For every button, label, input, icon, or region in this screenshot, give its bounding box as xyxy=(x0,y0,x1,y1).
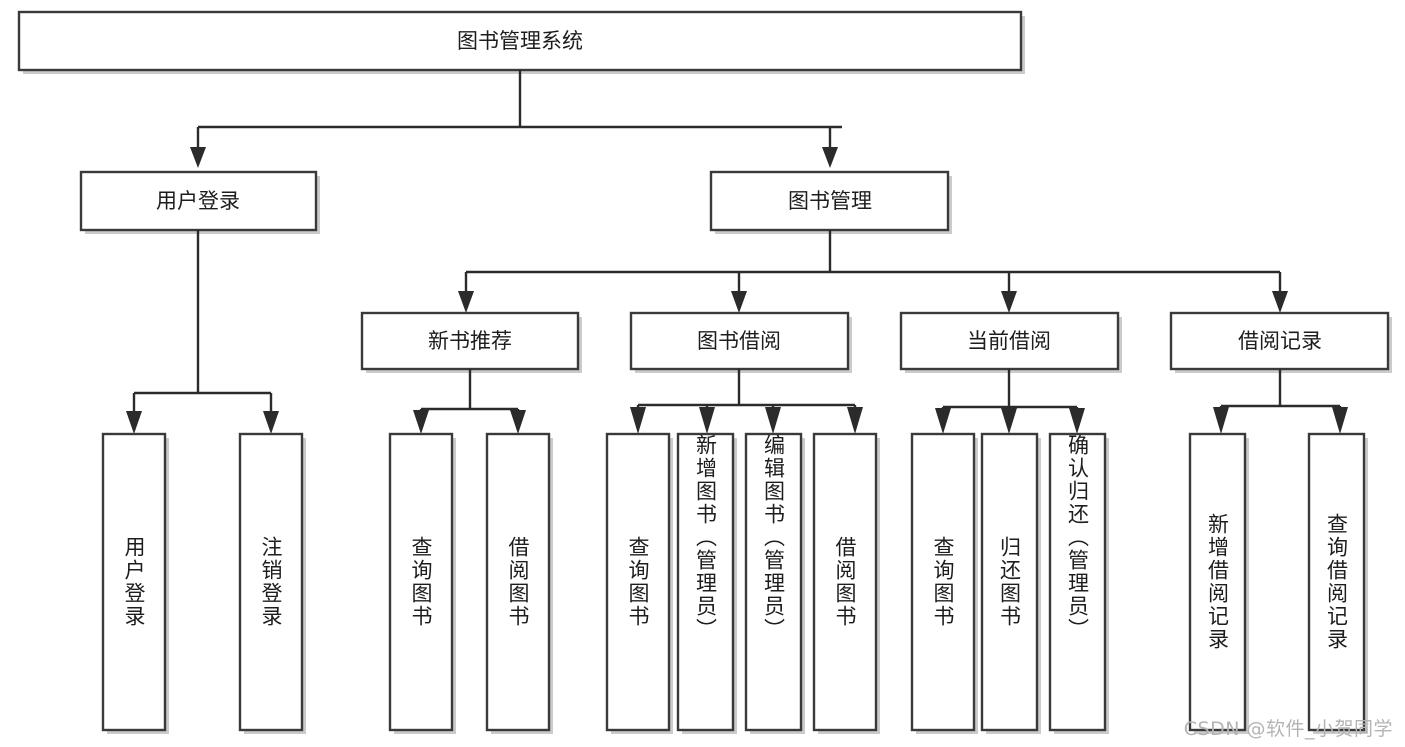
leaf-box[interactable] xyxy=(238,432,304,732)
connector-book-management-to-level3 xyxy=(458,230,1288,313)
leaf-node-user-login-logout[interactable] xyxy=(238,432,306,734)
borrow-record-box[interactable] xyxy=(1169,311,1390,371)
leaf-box[interactable] xyxy=(485,432,551,732)
new-book-recommend-box[interactable] xyxy=(360,311,580,371)
root-label: 图书管理系统 xyxy=(457,29,583,53)
leaf-node-recommend-borrow-book[interactable] xyxy=(485,432,553,734)
connector-current-borrow-to-leaves xyxy=(935,369,1085,434)
leaf-box[interactable] xyxy=(980,432,1039,732)
connector-borrow-record-to-leaves xyxy=(1213,369,1348,434)
csdn-watermark: CSDN @软件_小贺同学 xyxy=(1183,718,1393,740)
user-login-label: 用户登录 xyxy=(156,189,240,213)
leaf-box[interactable] xyxy=(1307,432,1366,732)
leaf-box[interactable] xyxy=(1188,432,1247,732)
node-borrow-record[interactable]: 借阅记录 xyxy=(1169,311,1392,373)
leaf-node-current-query-book[interactable] xyxy=(910,432,978,734)
connector-root-to-level2 xyxy=(190,70,842,168)
borrow-record-label: 借阅记录 xyxy=(1238,329,1322,353)
leaf-node-record-add-record[interactable] xyxy=(1188,432,1249,734)
leaf-node-borrow-add-book[interactable] xyxy=(676,432,737,734)
leaf-box[interactable] xyxy=(101,432,167,732)
leaf-node-current-confirm-return[interactable] xyxy=(1048,432,1109,734)
connector-book-borrow-to-leaves xyxy=(630,369,863,434)
node-current-borrow[interactable]: 当前借阅 xyxy=(899,311,1122,373)
leaf-box[interactable] xyxy=(605,432,671,732)
book-borrow-label: 图书借阅 xyxy=(697,329,781,353)
connector-user-login-to-leaves xyxy=(126,230,279,434)
node-root[interactable]: 图书管理系统 xyxy=(17,10,1025,74)
node-user-login[interactable]: 用户登录 xyxy=(79,170,320,234)
root-box[interactable] xyxy=(17,10,1023,72)
leaf-box[interactable] xyxy=(388,432,454,732)
current-borrow-box[interactable] xyxy=(899,311,1120,371)
node-book-borrow[interactable]: 图书借阅 xyxy=(629,311,852,373)
leaf-node-user-login-login[interactable] xyxy=(101,432,169,734)
leaf-node-recommend-query-book[interactable] xyxy=(388,432,456,734)
leaf-node-record-query-record[interactable] xyxy=(1307,432,1368,734)
leaf-node-current-return-book[interactable] xyxy=(980,432,1041,734)
leaf-box[interactable] xyxy=(744,432,803,732)
leaf-box[interactable] xyxy=(812,432,878,732)
user-login-box[interactable] xyxy=(79,170,318,232)
connector-new-book-recommend-to-leaves xyxy=(413,369,526,434)
book-management-label: 图书管理 xyxy=(788,189,872,213)
new-book-recommend-label: 新书推荐 xyxy=(428,329,512,353)
leaf-node-borrow-query-book[interactable] xyxy=(605,432,673,734)
node-new-book-recommend[interactable]: 新书推荐 xyxy=(360,311,582,373)
leaf-box[interactable] xyxy=(1048,432,1107,732)
leaf-node-borrow-borrow-book[interactable] xyxy=(812,432,880,734)
leaf-node-borrow-edit-book[interactable] xyxy=(744,432,805,734)
leaf-box[interactable] xyxy=(676,432,735,732)
node-book-management[interactable]: 图书管理 xyxy=(709,170,952,234)
current-borrow-label: 当前借阅 xyxy=(967,329,1051,353)
leaf-box[interactable] xyxy=(910,432,976,732)
